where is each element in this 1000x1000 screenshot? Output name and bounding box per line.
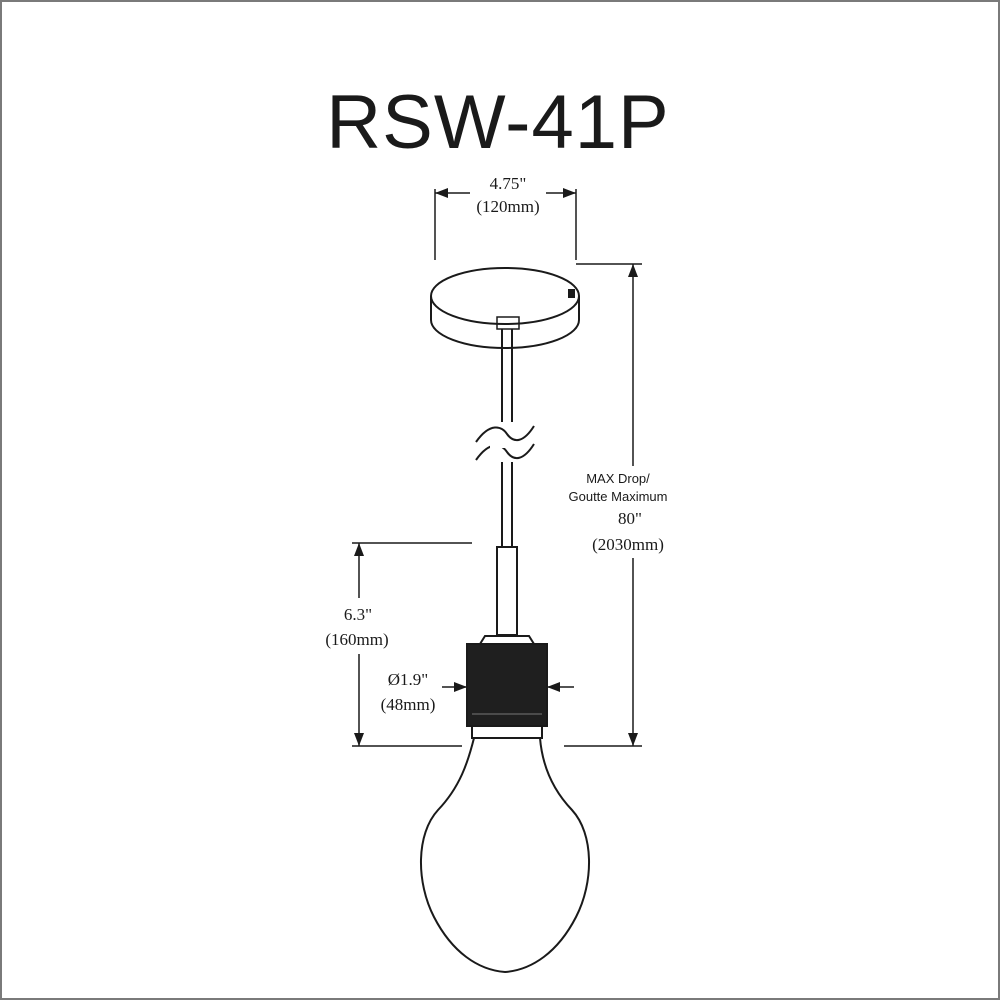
arrow-left-icon xyxy=(435,188,448,198)
bulb xyxy=(419,737,591,974)
socket-diameter-imperial: Ø1.9" xyxy=(388,670,428,689)
socket xyxy=(466,643,548,739)
socket-height-label-bg xyxy=(302,598,412,654)
arrow-right-icon xyxy=(563,188,576,198)
canopy-top xyxy=(430,267,580,325)
socket-stem-tube xyxy=(496,546,518,636)
socket-diameter-metric: (48mm) xyxy=(381,695,436,714)
canopy-side xyxy=(430,296,580,349)
arrow-down-icon xyxy=(628,733,638,746)
max-drop-metric: (2030mm) xyxy=(592,535,664,554)
cord-break-upper xyxy=(475,425,535,443)
socket-height-imperial: 6.3" xyxy=(344,605,372,624)
arrow-down-icon xyxy=(354,733,364,746)
arrow-up-icon xyxy=(354,543,364,556)
socket-stem xyxy=(478,546,536,645)
max-drop-label-bg xyxy=(554,466,678,558)
model-title: RSW-41P xyxy=(326,80,669,165)
socket-collar xyxy=(478,635,536,645)
arrow-right-icon xyxy=(454,682,467,692)
arrow-up-icon xyxy=(628,264,638,277)
canopy-width-imperial: 4.75" xyxy=(490,174,527,193)
max-drop-imperial: 80" xyxy=(618,509,642,528)
socket-height-dimension: 6.3" (160mm) xyxy=(302,542,472,747)
cord xyxy=(475,329,535,547)
cord-break-lower xyxy=(475,443,535,461)
max-drop-label-fr: Goutte Maximum xyxy=(569,489,668,504)
canopy-screw-icon xyxy=(568,289,575,298)
max-drop-label-en: MAX Drop/ xyxy=(586,471,650,486)
socket-base-ring xyxy=(471,725,543,739)
canopy xyxy=(430,267,580,349)
socket-diameter-dimension: Ø1.9" (48mm) xyxy=(370,666,574,716)
canopy-width-metric: (120mm) xyxy=(476,197,539,216)
arrow-left-icon xyxy=(547,682,560,692)
canopy-width-dimension: 4.75" (120mm) xyxy=(434,172,577,260)
canopy-width-label-bg xyxy=(470,172,546,218)
cord-break-gap xyxy=(490,442,520,448)
max-drop-dimension: MAX Drop/ Goutte Maximum 80" (2030mm) xyxy=(554,263,678,747)
socket-height-metric: (160mm) xyxy=(325,630,388,649)
socket-diameter-label-bg xyxy=(370,666,442,716)
canopy-nut xyxy=(496,316,520,330)
